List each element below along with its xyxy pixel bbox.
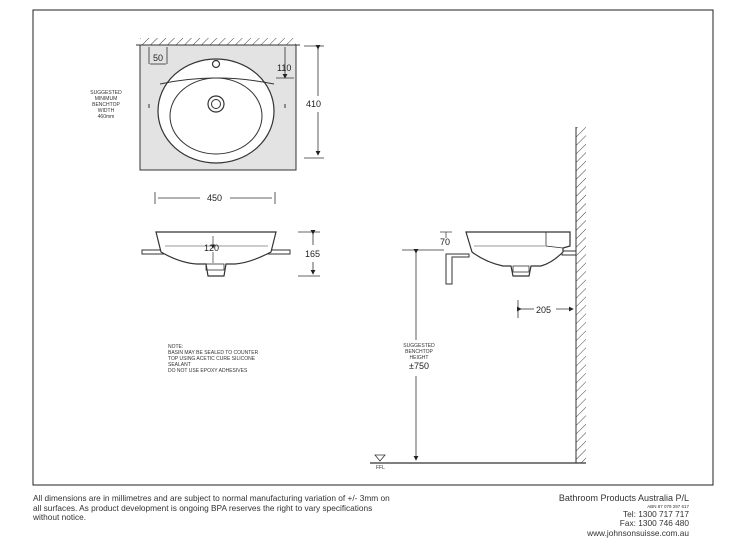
dim-205: 205 [536, 305, 551, 315]
disclaimer: All dimensions are in millimetres and ar… [33, 493, 390, 522]
benchtop-width-label: SUGGESTED MINIMUM BENCHTOP WIDTH 460mm [90, 90, 122, 120]
note-line-5: DO NOT USE EPOXY ADHESIVES [168, 368, 248, 374]
website: www.johnsonsuisse.com.au [587, 527, 689, 538]
dim-70: 70 [440, 237, 450, 247]
wall-hatch [140, 38, 296, 45]
benchtop-height-line-2: BENCHTOP [405, 349, 433, 355]
tap-hole [211, 59, 221, 69]
benchtop-width-line-3: BENCHTOP [92, 102, 120, 108]
note-line-3: TOP USING ACETIC CURE SILICONE [168, 356, 256, 362]
note-line-4: SEALANT [168, 362, 191, 368]
ffl-label: FFL [376, 465, 385, 471]
benchtop-width-line-1: SUGGESTED [90, 90, 122, 96]
company-name: Bathroom Products Australia P/L [558, 493, 689, 503]
drawing-frame [32, 9, 714, 486]
benchtop-height-label: SUGGESTED BENCHTOP HEIGHT [403, 343, 435, 361]
dim-165: 165 [305, 249, 320, 259]
company-info: Bathroom Products Australia P/L ABN 87 0… [558, 493, 689, 538]
dim-50: 50 [153, 53, 163, 63]
wall-hatch-side [576, 127, 586, 463]
waste-outlet [207, 95, 225, 113]
telephone: Tel: 1300 717 717 [623, 508, 689, 519]
benchtop-width-line-5: 460mm [98, 114, 115, 120]
benchtop-width-line-4: WIDTH [98, 108, 115, 114]
note-line-2: BASIN MAY BE SEALED TO COUNTER [168, 350, 259, 356]
benchtop-bracket [445, 253, 470, 285]
note-label: NOTE: BASIN MAY BE SEALED TO COUNTER TOP… [168, 344, 259, 374]
benchtop-height-line-1: SUGGESTED [403, 343, 435, 349]
basin-profile [155, 231, 277, 277]
ffl-symbol [374, 454, 386, 462]
dim-450: 450 [207, 193, 222, 203]
abn: ABN 87 079 297 617 [647, 503, 689, 509]
benchtop-height-line-3: HEIGHT [410, 355, 429, 361]
basin-side-profile [465, 231, 571, 277]
dim-750: ±750 [409, 361, 429, 371]
dim-410: 410 [306, 99, 321, 109]
plan-view [136, 38, 324, 204]
benchtop-width-line-2: MINIMUM [95, 96, 118, 102]
dim-120: 120 [204, 243, 219, 253]
side-elevation [370, 127, 586, 464]
basin-bowl [169, 77, 263, 155]
note-line-1: NOTE: [168, 344, 183, 350]
front-elevation [141, 230, 320, 277]
fax: Fax: 1300 746 480 [619, 518, 689, 528]
dim-110: 110 [277, 63, 291, 73]
